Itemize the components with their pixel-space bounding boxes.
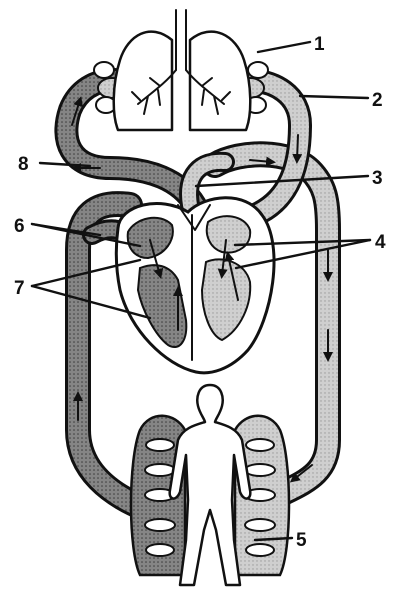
label-2: 2 xyxy=(372,90,383,111)
lungs-icon xyxy=(94,10,268,130)
label-1: 1 xyxy=(314,34,325,55)
label-4: 4 xyxy=(375,232,386,253)
left-atrium xyxy=(207,216,250,252)
leader-1 xyxy=(258,42,310,52)
label-8: 8 xyxy=(18,154,29,175)
heart-icon xyxy=(116,198,274,373)
label-3: 3 xyxy=(372,168,383,189)
flow-arrow-icon xyxy=(297,135,298,160)
label-7: 7 xyxy=(14,278,25,299)
label-5: 5 xyxy=(296,530,307,551)
leader-2 xyxy=(300,96,368,98)
label-6: 6 xyxy=(14,216,25,237)
